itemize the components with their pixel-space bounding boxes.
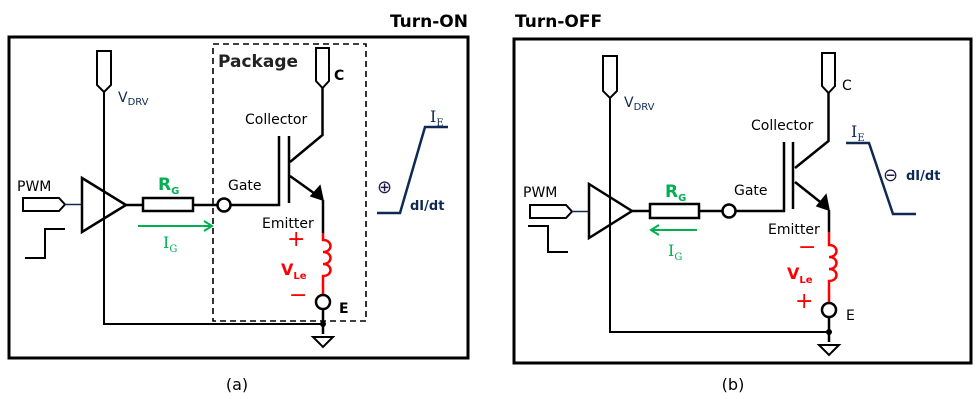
collector-wire: [794, 93, 830, 169]
c-terminal-label: C: [842, 78, 852, 94]
junction-dot: [826, 329, 832, 335]
emitter-label: Emitter: [262, 216, 314, 232]
vle-top-sign: −: [798, 235, 816, 260]
driver-supply-wire: [609, 98, 829, 333]
pwm-connector-icon: [529, 204, 574, 219]
negative-sign-icon: ⊖: [883, 165, 898, 186]
collector-wire: [289, 88, 324, 163]
ig-label: IG: [163, 233, 177, 255]
pwm-connector-icon: [22, 197, 67, 212]
gate-driver-buffer-icon: [80, 175, 129, 235]
gate-current-arrowhead-icon: [203, 220, 214, 232]
vle-label: VLe: [787, 264, 813, 286]
e-terminal-label: E: [846, 308, 855, 324]
rg-label: RG: [665, 182, 686, 204]
ground-icon: [310, 336, 336, 349]
c-connector-icon: [821, 52, 836, 95]
positive-sign-icon: ⊕: [377, 177, 392, 198]
package-label: Package: [218, 52, 298, 72]
ie-rising-waveform: [377, 125, 448, 215]
panel-turn-on: Turn-ON Package VDRV PWM RG IG Gate Col: [7, 12, 470, 394]
ground-icon: [816, 344, 842, 357]
gate-resistor-icon: [141, 196, 195, 213]
gate-current-arrowhead-icon: [649, 224, 660, 236]
emitter-diagonal: [794, 181, 825, 206]
gate-driver-buffer-icon: [587, 181, 635, 241]
emitter-arrow-icon: [309, 184, 325, 202]
collector-label: Collector: [751, 118, 813, 134]
pwm-label: PWM: [523, 185, 557, 201]
panel-b-heading: Turn-OFF: [515, 12, 602, 32]
panel-b-frame: [512, 37, 973, 365]
ie-falling-waveform: [846, 141, 916, 216]
didt-label: dI/dt: [906, 169, 940, 184]
gate-label: Gate: [228, 178, 262, 194]
c-connector-icon: [315, 47, 330, 90]
emitter-inductance-icon: [321, 233, 332, 295]
junction-dot: [320, 321, 326, 327]
e-terminal-icon: [314, 293, 332, 311]
ie-label: IE: [851, 122, 865, 144]
pwm-rising-step-icon: [25, 228, 65, 259]
collector-label: Collector: [245, 112, 307, 128]
vdrv-connector-icon: [96, 50, 112, 94]
pwm-falling-step-icon: [528, 225, 568, 253]
package-boundary: [212, 43, 367, 322]
vdrv-label: VDRV: [624, 95, 655, 113]
didt-label: dI/dt: [410, 199, 444, 214]
gate-label: Gate: [734, 183, 768, 199]
emitter-label: Emitter: [768, 222, 820, 238]
c-terminal-label: C: [334, 68, 344, 84]
emitter-inductance-icon: [827, 232, 838, 303]
pwm-label: PWM: [17, 179, 51, 195]
panel-a-frame: [7, 35, 470, 360]
ie-label: IE: [430, 107, 444, 129]
gate-wire: [231, 136, 281, 207]
gate-resistor-icon: [648, 202, 701, 220]
e-terminal-icon: [820, 301, 838, 319]
gate-wire: [736, 142, 786, 213]
vdrv-connector-icon: [602, 55, 618, 100]
panel-turn-off: Turn-OFF VDRV PWM RG IG Gate Collector C: [512, 12, 973, 394]
vdrv-label: VDRV: [118, 90, 149, 108]
e-terminal-label: E: [339, 301, 349, 317]
panel-a-heading: Turn-ON: [390, 12, 468, 32]
emitter-arrow-icon: [815, 193, 830, 212]
vle-label: VLe: [281, 260, 307, 282]
ig-label: IG: [668, 241, 682, 263]
gate-terminal-icon: [216, 197, 232, 213]
rg-label: RG: [158, 175, 179, 197]
vle-bottom-sign: +: [795, 289, 813, 314]
vle-top-sign: +: [287, 227, 305, 252]
vle-bottom-sign: −: [289, 283, 307, 308]
panel-b-caption: (b): [722, 375, 745, 394]
gate-terminal-icon: [721, 203, 737, 219]
panel-a-caption: (a): [226, 375, 248, 394]
driver-supply-wire: [103, 92, 323, 325]
